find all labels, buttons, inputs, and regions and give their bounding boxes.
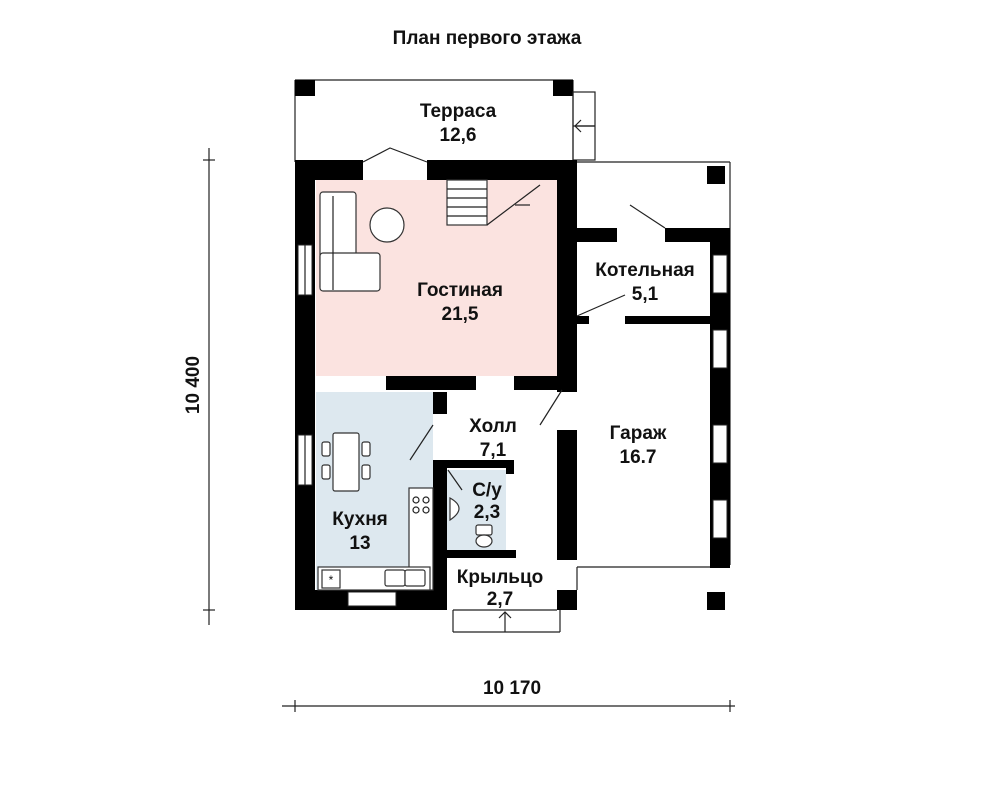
sofa [319,191,381,292]
room-name-terrace: Терраса [420,101,497,122]
room-name-living: Гостиная [417,280,503,301]
room-name-bathroom: С/у [472,480,502,501]
room-name-porch: Крыльцо [457,567,543,588]
room-area-kitchen: 13 [349,533,370,554]
staircase [446,179,541,226]
plan-title: План первого этажа [393,28,582,49]
round-table [369,207,405,243]
svg-text:*: * [329,573,334,587]
room-name-hall: Холл [469,416,517,437]
room-area-bathroom: 2,3 [474,502,500,523]
room-name-garage: Гараж [610,423,667,444]
room-name-kitchen: Кухня [332,509,388,530]
garage-walls [409,161,731,610]
dining-table [321,432,371,492]
height-dimension-line [203,148,215,625]
porch-outline [452,567,578,633]
interior-walls [386,376,577,610]
room-area-hall: 7,1 [480,440,507,461]
left-windows [297,244,313,486]
width-dimension: 10 170 [483,678,541,699]
terrace-outline [294,79,596,162]
room-area-terrace: 12,6 [440,125,477,146]
room-area-boiler: 5,1 [632,284,659,305]
room-name-boiler: Котельная [595,260,694,281]
room-area-porch: 2,7 [487,589,513,610]
terrace-door [362,147,428,163]
width-dimension-line [282,700,735,712]
bathroom-fixtures [447,469,493,548]
room-area-living: 21,5 [442,304,479,325]
height-dimension: 10 400 [183,356,204,414]
kitchen-counter: * [317,487,434,607]
room-area-garage: 16.7 [620,447,657,468]
